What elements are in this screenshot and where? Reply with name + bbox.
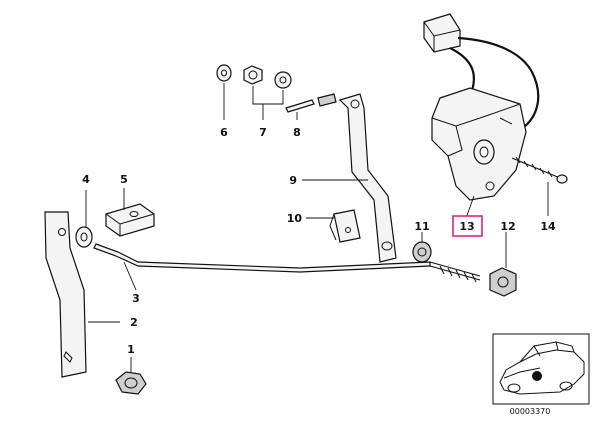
label-10[interactable]: 10 [287,212,303,225]
label-8[interactable]: 8 [293,126,301,139]
label-3[interactable]: 3 [132,292,140,305]
bushing-part-7[interactable] [243,65,292,89]
pin-part-8[interactable] [285,93,337,113]
label-7[interactable]: 7 [259,126,267,139]
label-14[interactable]: 14 [540,220,556,233]
label-2[interactable]: 2 [130,316,138,329]
label-5[interactable]: 5 [120,173,128,186]
diagram-number: 00003370 [510,407,551,416]
grommet-part-11[interactable] [412,241,432,263]
screw-part-14[interactable] [511,156,568,184]
label-12[interactable]: 12 [500,220,515,233]
washer-part-4[interactable] [75,226,93,248]
label-11[interactable]: 11 [414,220,429,233]
nut-part-1[interactable] [115,371,147,395]
label-9[interactable]: 9 [289,174,297,187]
label-13[interactable]: 13 [459,220,474,233]
label-1[interactable]: 1 [127,343,135,356]
leader-lines [85,83,549,372]
car-thumbnail [492,333,590,405]
washer-part-6[interactable] [216,64,232,82]
nut-part-12[interactable] [489,267,517,297]
location-marker [532,371,542,381]
highlight-box [452,215,483,237]
bracket-part-2[interactable] [44,211,87,378]
switch-assembly-part-13[interactable] [423,13,540,201]
rod-part-3[interactable] [93,243,481,283]
clamp-part-5[interactable] [105,203,155,237]
bracket-part-9[interactable] [338,93,397,263]
label-4[interactable]: 4 [82,173,90,186]
label-6[interactable]: 6 [220,126,228,139]
clip-part-10[interactable] [329,209,361,243]
